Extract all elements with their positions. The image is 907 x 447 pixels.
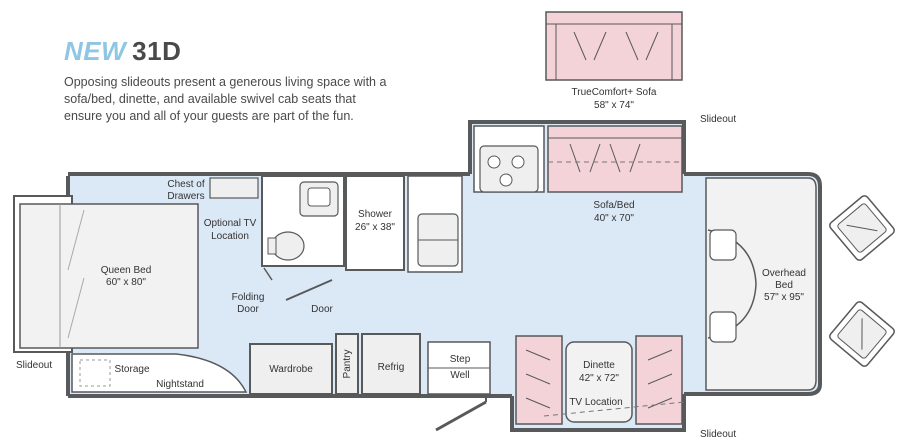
- wardrobe-label: Wardrobe: [269, 364, 313, 375]
- lav-counter: [407, 175, 463, 273]
- truecomfort-sofa: [545, 11, 683, 81]
- folding-door-label-1: Folding: [232, 292, 265, 303]
- step-label-2: Well: [450, 370, 469, 381]
- door-label: Door: [311, 304, 333, 315]
- slideout-top-label: Slideout: [700, 114, 736, 125]
- cab-overhead-bed: [705, 177, 817, 391]
- bath-door: [285, 279, 333, 301]
- swivel-cab-seat-upper: [829, 195, 895, 261]
- shower-size: 26" x 38": [355, 222, 395, 233]
- storage: [79, 359, 111, 387]
- sofa-bed-size: 40" x 70": [594, 213, 634, 224]
- new-label: NEW: [64, 36, 127, 66]
- pantry: [335, 333, 359, 395]
- model-description: Opposing slideouts present a generous li…: [64, 75, 387, 123]
- exterior-walls: [66, 120, 822, 432]
- shower-label: Shower: [358, 209, 393, 220]
- step-label-1: Step: [450, 354, 471, 365]
- overhead-label-2: Bed: [775, 280, 793, 291]
- overhead-size: 57" x 95": [764, 292, 804, 303]
- dinette-size: 42" x 72": [579, 373, 619, 384]
- overhead-label-1: Overhead: [762, 268, 806, 279]
- pantry-label: Pantry: [342, 350, 353, 379]
- entry-door: [435, 400, 487, 432]
- sofa-bed: [547, 125, 683, 193]
- folding-door-swing: [263, 267, 273, 281]
- shower: [345, 175, 405, 271]
- sofa-bed-label: Sofa/Bed: [593, 200, 634, 211]
- refrig-label: Refrig: [378, 362, 405, 373]
- chest-of-drawers: [209, 177, 259, 199]
- folding-door-label-2: Door: [237, 304, 259, 315]
- optional-tv-label-2: Location: [211, 231, 249, 242]
- swivel-cab-seat-lower: [829, 301, 895, 367]
- wardrobe: [249, 343, 333, 395]
- dinette: [515, 335, 685, 425]
- refrigerator: [361, 333, 421, 395]
- truecomfort-size: 58" x 74": [594, 100, 634, 111]
- kitchen-slideout: [473, 125, 545, 193]
- queen-bed: [19, 203, 199, 349]
- nightstand: [71, 353, 248, 393]
- nightstand-label: Nightstand: [156, 379, 204, 390]
- queen-bed-label: Queen Bed: [101, 265, 152, 276]
- slideout-left-label: Slideout: [16, 360, 52, 371]
- slideout-bottom-label: Slideout: [700, 429, 736, 440]
- optional-tv-label-1: Optional TV: [204, 218, 257, 229]
- queen-bed-size: 60" x 80": [106, 277, 146, 288]
- bathroom: [261, 175, 345, 267]
- tv-location-label: TV Location: [569, 397, 622, 408]
- chest-label-1: Chest of: [167, 179, 204, 190]
- truecomfort-label: TrueComfort+ Sofa: [572, 87, 657, 98]
- model-name: 31D: [132, 36, 182, 66]
- chest-label-2: Drawers: [167, 191, 204, 202]
- storage-label: Storage: [114, 364, 149, 375]
- dinette-label: Dinette: [583, 360, 615, 371]
